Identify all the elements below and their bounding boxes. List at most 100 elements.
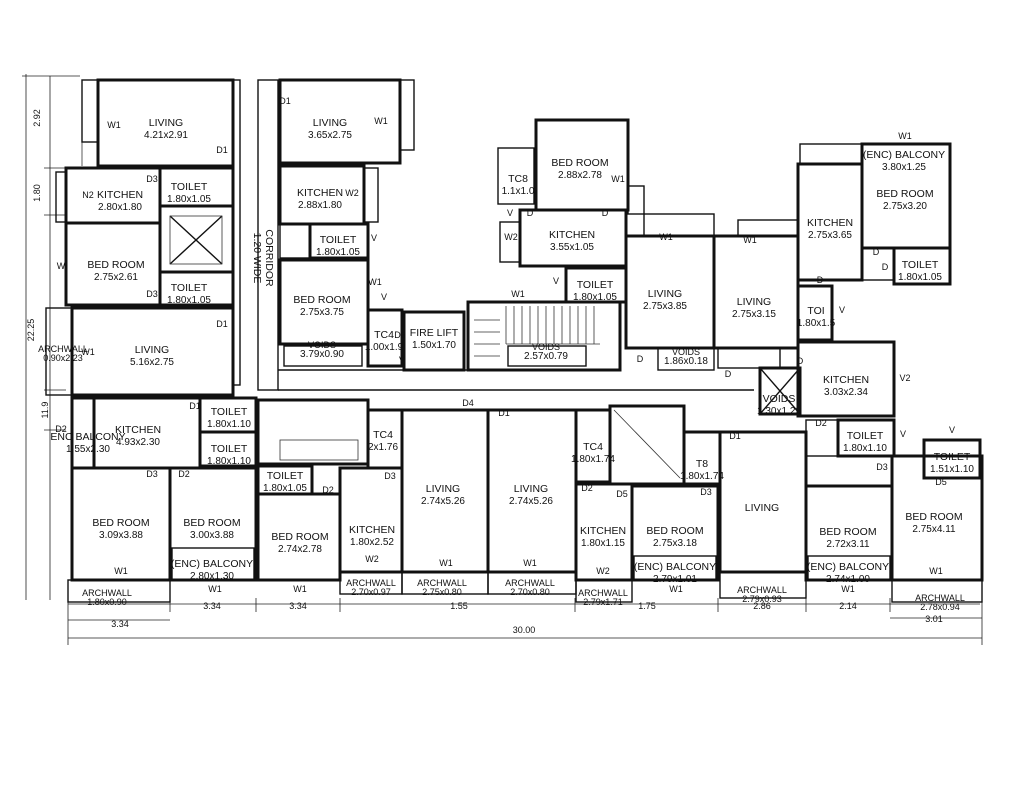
dimension-bottom-7: 3.01	[925, 614, 943, 624]
opening-tag-5: D1	[279, 96, 291, 106]
room-size-tc4-a: 1.00x1.9	[365, 342, 404, 353]
room-size-bedroom-d3: 2.74x2.78	[278, 544, 322, 555]
room-size-toilet-c1: 1.80x1.05	[898, 272, 942, 283]
room-size-living-b2: 2.75x3.15	[732, 309, 776, 320]
dimension-bottom-0: 3.34	[111, 619, 129, 629]
room-name-living-a3: LIVING	[135, 344, 169, 356]
room-name-living-b1: LIVING	[648, 288, 682, 300]
opening-tag-27: D	[817, 275, 824, 285]
room-size-living-d1: 2.74x5.26	[421, 496, 465, 507]
archwall-label-6: ARCHWALL	[737, 585, 787, 595]
corridor-label: CORRIDOR 1.20 WIDE	[251, 229, 275, 287]
room-size-living-a2: 3.65x2.75	[308, 130, 352, 141]
bottom-row-walls	[67, 396, 984, 603]
room-name-living-a2: LIVING	[313, 117, 347, 129]
opening-tag-8: D3	[146, 289, 158, 299]
void-label-0: VOIDS	[308, 340, 336, 350]
room-name-kitchen-a1: KITCHEN	[97, 189, 143, 201]
room-labels: LIVING4.21x2.91LIVING3.65x2.75KITCHEN2.8…	[50, 117, 974, 585]
room-name-fire-lift: FIRE LIFT	[410, 327, 459, 339]
opening-tag-28: V	[839, 305, 845, 315]
opening-tag-47: D3	[384, 471, 396, 481]
archwall-size-3: 2.75x0.80	[422, 587, 462, 597]
archwall-size-5: 2.79x1.71	[583, 597, 623, 607]
dimension-left-2: 22.25	[26, 319, 36, 342]
dimension-bottom-6: 2.14	[839, 601, 857, 611]
room-size-encbalcony-d4: 2.79x1.01	[653, 574, 697, 585]
opening-tag-34: V	[900, 429, 906, 439]
room-name-toilet-a3: TOILET	[320, 234, 357, 246]
opening-tag-24: W1	[898, 131, 912, 141]
room-size-encbalcony-c1: 3.80x1.25	[882, 162, 926, 173]
room-size-toilet-d3: 1.80x1.05	[263, 483, 307, 494]
opening-tag-23: W1	[743, 235, 757, 245]
room-name-toilet-d2: TOILET	[211, 443, 248, 455]
room-name-toilet-c4: TOILET	[934, 451, 971, 463]
room-name-tc4-a: TC4	[374, 329, 394, 341]
opening-tag-36: D5	[935, 477, 947, 487]
archwall-label-2: ARCHWALL	[346, 578, 396, 588]
dimension-bottom-2: 3.34	[289, 601, 307, 611]
room-name-toilet-a2: TOILET	[171, 282, 208, 294]
corridor-label-line1: CORRIDOR	[263, 229, 275, 287]
top-right-walls	[758, 142, 982, 480]
room-size-bedroom-d2: 3.00x3.88	[190, 530, 234, 541]
opening-tag-7: W	[57, 261, 66, 271]
bottom-dimension-lines	[67, 598, 983, 645]
dimension-left-0: 2.92	[32, 109, 42, 127]
room-name-bedroom-c1: BED ROOM	[876, 188, 933, 200]
room-size-bedroom-c1: 2.75x3.20	[883, 201, 927, 212]
room-size-kitchen-a1: 2.80x1.80	[98, 202, 142, 213]
archwall-size-0: 0.90x2.23	[43, 353, 83, 363]
opening-tag-58: D1	[729, 431, 741, 441]
left-dimension-lines	[22, 74, 80, 600]
room-name-kitchen-a2: KITCHEN	[297, 187, 343, 199]
opening-tag-4: W2	[345, 188, 359, 198]
archwall-size-4: 2.70x0.80	[510, 587, 550, 597]
opening-tag-56: W1	[669, 584, 683, 594]
top-center-right-walls	[497, 118, 800, 371]
room-name-kitchen-c1: KITCHEN	[807, 217, 853, 229]
staircase	[466, 300, 622, 372]
opening-tag-46: D2	[322, 485, 334, 495]
archwall-label-0: ARCHWALL	[38, 344, 88, 354]
opening-tag-11: V	[371, 233, 377, 243]
room-name-tc4-c: TC4	[583, 441, 603, 453]
opening-tag-51: D4	[462, 398, 474, 408]
room-size-bedroom-a2: 2.75x3.75	[300, 307, 344, 318]
room-size-toi-c2: 1.80x1.5	[797, 318, 836, 329]
archwall-label-5: ARCHWALL	[578, 588, 628, 598]
room-name-living-b2: LIVING	[737, 296, 771, 308]
room-name-encbalcony-d5: (ENC) BALCONY	[807, 561, 889, 573]
room-name-living-d2: LIVING	[514, 483, 548, 495]
opening-tag-55: W2	[596, 566, 610, 576]
room-name-toilet-d1: TOILET	[211, 406, 248, 418]
opening-tag-6: W1	[374, 116, 388, 126]
room-size-toilet-a2: 1.80x1.05	[167, 295, 211, 306]
room-size-living-a1: 4.21x2.91	[144, 130, 188, 141]
opening-tag-49: W1	[439, 558, 453, 568]
opening-tag-17: W2	[504, 232, 518, 242]
room-size-tc4-c: 1.80x1.74	[571, 454, 615, 465]
room-size-enc-balcony-d: 1.55x2.30	[66, 444, 110, 455]
corridor-label-line2: 1.20 WIDE	[251, 233, 263, 284]
room-name-bedroom-d4: BED ROOM	[646, 525, 703, 537]
room-size-kitchen-d2: 1.80x2.52	[350, 537, 394, 548]
opening-tag-16: V	[553, 276, 559, 286]
opening-tag-22: W1	[659, 232, 673, 242]
opening-tag-41: D3	[146, 469, 158, 479]
archwall-label-4: ARCHWALL	[505, 578, 555, 588]
opening-tag-50: W1	[523, 558, 537, 568]
room-name-bedroom-d2: BED ROOM	[183, 517, 240, 529]
room-size-voids: 1.30x1.22	[757, 406, 801, 417]
archwall-label-3: ARCHWALL	[417, 578, 467, 588]
opening-tag-3: N2	[82, 190, 94, 200]
opening-tag-29: D	[637, 354, 644, 364]
dimension-bottom-5: 2.86	[753, 601, 771, 611]
dimension-bottom-4: 1.75	[638, 601, 656, 611]
archwall-labels: ARCHWALL0.90x2.23ARCHWALL1.80x0.90ARCHWA…	[38, 344, 965, 612]
